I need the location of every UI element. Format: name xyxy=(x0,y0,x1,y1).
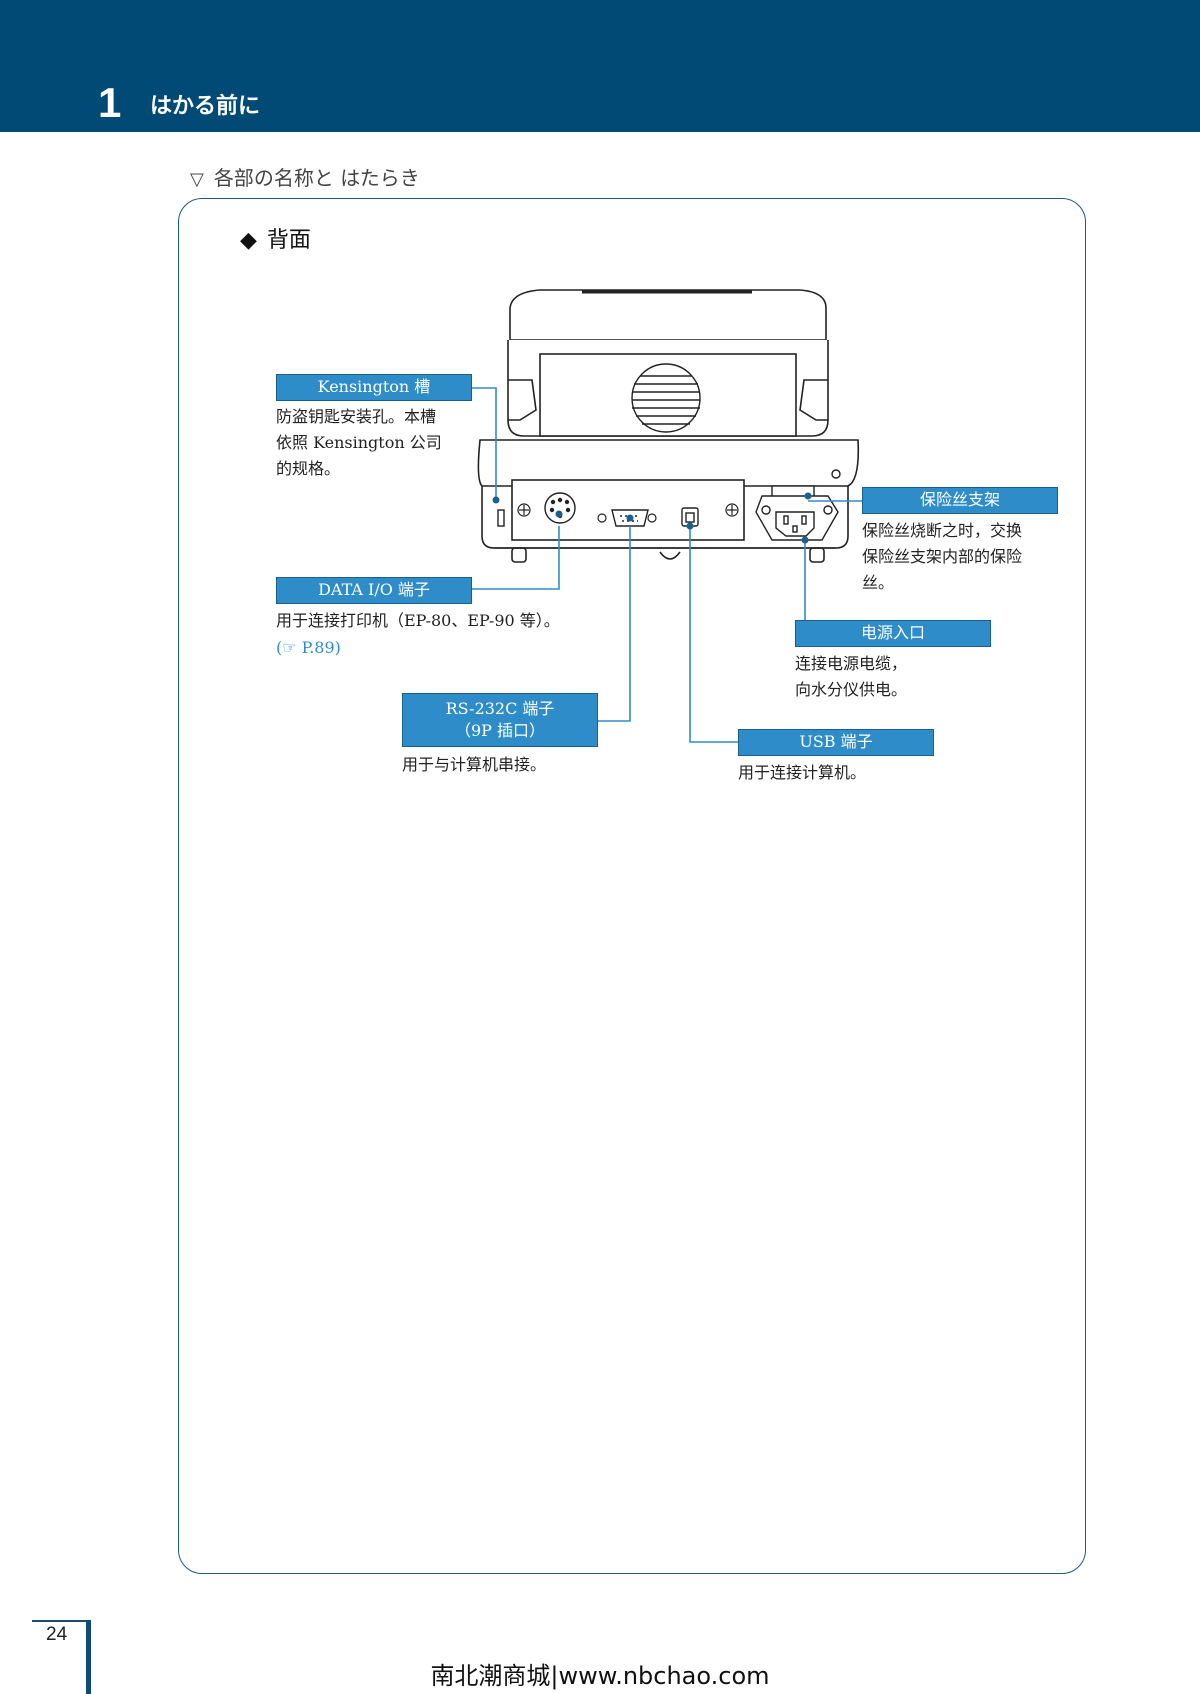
subheading: ◆ 背面 xyxy=(240,222,311,254)
leader-dots xyxy=(492,492,812,544)
chapter-number: 1 xyxy=(98,79,122,126)
rs232c-port-description: 用于与计算机串接。 xyxy=(402,755,547,774)
subheading-title: 背面 xyxy=(266,228,311,253)
diamond-marker-icon: ◆ xyxy=(240,228,257,253)
kensington-slot-label: Kensington 槽 xyxy=(276,374,472,401)
speaker-grille-icon xyxy=(631,363,701,433)
usb-port-label: USB 端子 xyxy=(738,729,934,756)
data-io-port-description: 用于连接打印机（EP-80、EP-90 等）。 xyxy=(276,611,560,630)
power-inlet-label: 电源入口 xyxy=(795,620,991,647)
section-heading: ▽ 各部の名称と はたらき xyxy=(190,162,420,191)
power-inlet-description: 连接电源电缆， 向水分仪供电。 xyxy=(795,654,908,699)
leader-lines xyxy=(472,387,862,743)
rs232c-port-label: RS-232C 端子 （9P 插口） xyxy=(402,693,598,747)
din-port-icon xyxy=(544,492,576,524)
fuse-holder-description: 保险丝烧断之时，交换 保险丝支架内部的保险 丝。 xyxy=(862,521,1023,592)
footer-site-text[interactable]: 南北潮商城|www.nbchao.com xyxy=(430,1662,770,1690)
header-band xyxy=(0,0,1200,132)
rear-view-illustration xyxy=(472,289,862,743)
rs232c-label-line2: （9P 插口） xyxy=(454,721,546,740)
page-rule xyxy=(32,1620,88,1622)
section-title: 各部の名称と はたらき xyxy=(213,166,420,190)
data-io-page-reference[interactable]: (☞ P.89) xyxy=(276,638,341,657)
page-number: 24 xyxy=(46,1624,68,1645)
fuse-holder-label: 保险丝支架 xyxy=(862,487,1058,514)
chapter-title: はかる前に xyxy=(150,94,261,119)
usb-port-description: 用于连接计算机。 xyxy=(738,763,867,782)
kensington-slot-description: 防盗钥匙安装孔。本槽 依照 Kensington 公司 的规格。 xyxy=(276,407,442,478)
triangle-marker-icon: ▽ xyxy=(190,169,204,190)
data-io-port-label: DATA I/O 端子 xyxy=(276,577,472,604)
rs232c-label-line1: RS-232C 端子 xyxy=(445,698,555,718)
screw-icons xyxy=(517,503,739,523)
power-inlet-icon xyxy=(755,469,841,541)
content-frame xyxy=(178,198,1086,1574)
page-side-bar xyxy=(86,1620,91,1694)
kensington-slot-icon xyxy=(497,509,505,527)
